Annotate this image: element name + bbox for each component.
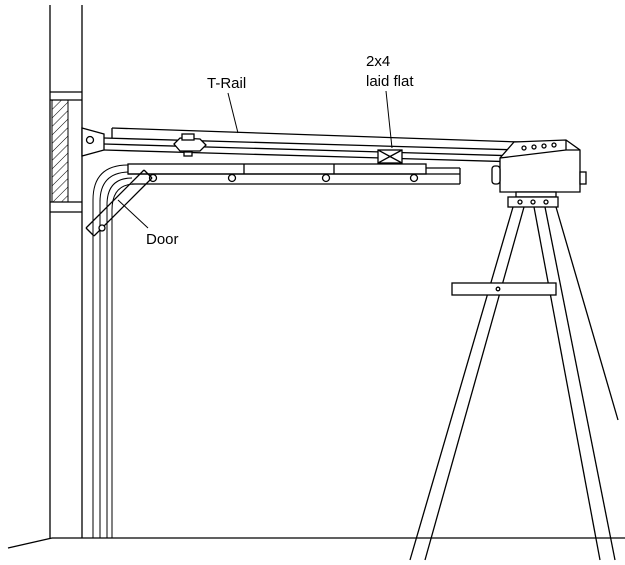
door-leader	[117, 199, 149, 229]
board-label-line-1: 2x4	[366, 53, 390, 70]
t-rail-leader	[227, 92, 239, 134]
door-label: Door	[146, 231, 179, 248]
horizontal-track	[127, 163, 427, 175]
header-bracket	[81, 127, 105, 157]
floor	[7, 537, 625, 549]
header-frame	[50, 91, 82, 213]
step-ladder	[409, 196, 619, 561]
opener-motor-unit	[491, 139, 587, 198]
wall	[49, 5, 83, 538]
t-rail-label: T-Rail	[207, 75, 246, 92]
board-leader	[385, 90, 393, 149]
door-track	[92, 163, 461, 538]
door-arm	[85, 169, 153, 237]
header-hatch	[51, 99, 69, 203]
two-by-four-block	[377, 149, 403, 164]
trolley	[173, 133, 207, 157]
ladder-step	[451, 282, 557, 296]
board-label-line-2: laid flat	[366, 73, 414, 90]
t-rail	[103, 127, 521, 163]
